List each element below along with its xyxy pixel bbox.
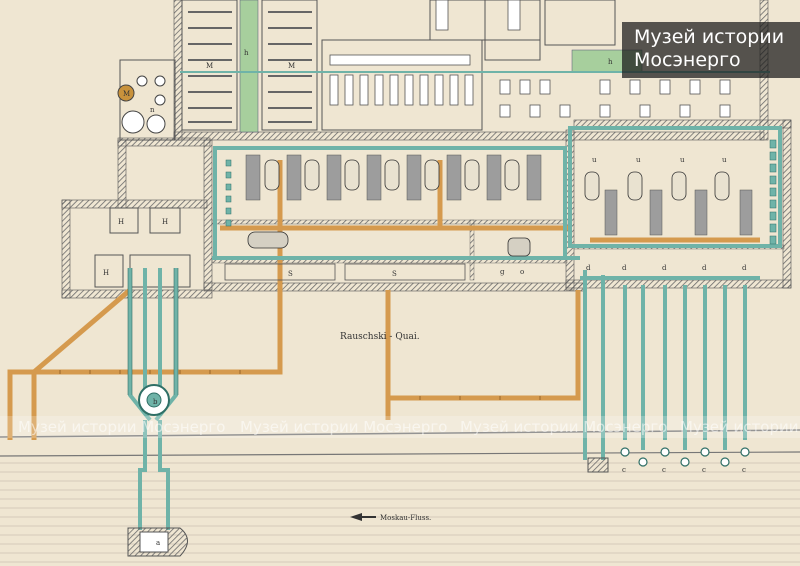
watermark-band: Музей истории Мосэнерго Музей истории Мо…: [0, 416, 800, 438]
steam-pipe-ticks: [59, 370, 541, 400]
label-u-3: u: [680, 156, 685, 164]
watermark-line-1: Музей истории: [634, 26, 785, 48]
label-h-1: h: [244, 49, 249, 57]
river-area: [0, 455, 800, 566]
water-pipe-outlines: [127, 268, 179, 395]
label-s-2: S: [392, 270, 397, 278]
upper-rooms: [119, 0, 616, 141]
room-stripes: [188, 11, 312, 123]
label-d-1: d: [586, 264, 591, 272]
label-u-1: u: [592, 156, 597, 164]
watermark-band-3: Музей истории Мосэнерго: [460, 418, 667, 436]
label-a: a: [156, 539, 160, 547]
label-u-4: u: [722, 156, 727, 164]
river-flow-arrow-icon: [350, 513, 376, 521]
label-c-2: c: [662, 466, 666, 474]
label-m-3: M: [123, 90, 130, 98]
label-d-2: d: [622, 264, 627, 272]
boiler-units: [247, 159, 730, 257]
label-o: o: [520, 268, 524, 276]
museum-watermark: Музей истории Мосэнерго: [622, 22, 800, 78]
label-d-3: d: [662, 264, 667, 272]
label-d-4: d: [702, 264, 707, 272]
label-m-2: M: [288, 62, 295, 70]
label-h-2: h: [608, 58, 613, 66]
label-n: n: [150, 106, 155, 114]
boiler-panels: [245, 154, 753, 236]
label-d-5: d: [742, 264, 747, 272]
label-m-1: M: [206, 62, 213, 70]
label-b: b: [153, 398, 158, 406]
label-c-3: c: [702, 466, 706, 474]
plan-labels: Rauschski - Quai. Moskau-Fluss. h h M M …: [103, 49, 747, 547]
tanks: [117, 75, 166, 134]
water-pipes: [128, 126, 782, 530]
label-u-2: u: [636, 156, 641, 164]
s-rooms: [224, 263, 466, 281]
label-c-1: c: [622, 466, 626, 474]
upper-bays: [329, 0, 731, 118]
outlet-nozzles: [620, 447, 750, 467]
label-H-3: H: [103, 269, 109, 277]
intake-structure: [127, 527, 188, 557]
watermark-band-4: Музей истории Мосэнерго: [680, 418, 800, 436]
watermark-line-2: Мосэнерго: [634, 49, 741, 71]
label-s-1: S: [288, 270, 293, 278]
label-H-1: H: [118, 218, 124, 226]
label-H-2: H: [162, 218, 168, 226]
label-embankment: Rauschski - Quai.: [340, 332, 420, 342]
watermark-band-2: Музей истории Мосэнерго: [240, 418, 447, 436]
outlet-basin: [587, 457, 609, 473]
label-g: g: [500, 268, 505, 276]
label-river: Moskau-Fluss.: [380, 514, 431, 522]
pump-well: [138, 384, 170, 416]
right-bead-column: [225, 139, 777, 245]
watermark-band-1: Музей истории Мосэнерго: [18, 418, 225, 436]
label-c-4: c: [742, 466, 746, 474]
